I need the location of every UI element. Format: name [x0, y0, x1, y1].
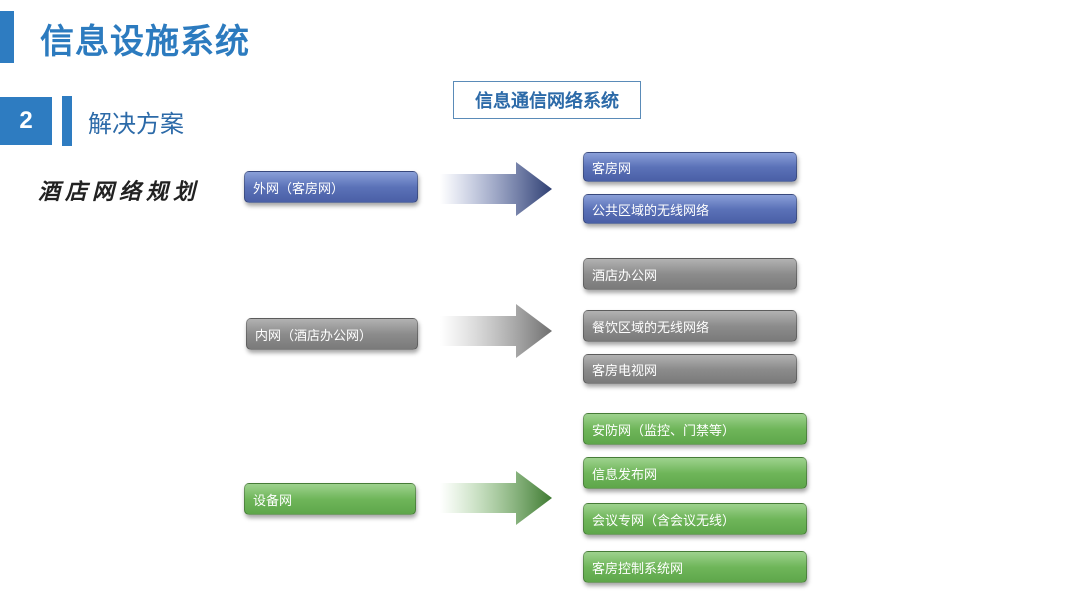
arrow-group-3 — [440, 471, 552, 525]
section-label: 解决方案 — [88, 110, 184, 138]
section-accent-bar — [62, 96, 72, 146]
target-node-guest-room-network: 客房网 — [583, 152, 797, 182]
section-number-badge: 2 — [0, 97, 52, 145]
target-node-room-tv-network: 客房电视网 — [583, 354, 797, 384]
target-node-room-control-network: 客房控制系统网 — [583, 551, 807, 583]
source-node-internal-network: 内网（酒店办公网） — [246, 318, 418, 350]
handwritten-subtitle: 酒店网络规划 — [38, 179, 201, 205]
diagram-title: 信息通信网络系统 — [453, 81, 641, 119]
target-node-conference-network: 会议专网（含会议无线） — [583, 503, 807, 535]
target-node-security-network: 安防网（监控、门禁等） — [583, 413, 807, 445]
source-node-device-network: 设备网 — [244, 483, 416, 515]
target-node-hotel-office-network: 酒店办公网 — [583, 258, 797, 290]
arrow-group-2 — [440, 304, 552, 358]
target-node-public-wireless: 公共区域的无线网络 — [583, 194, 797, 224]
arrow-group-1 — [440, 162, 552, 216]
target-node-info-publishing-network: 信息发布网 — [583, 457, 807, 489]
slide-title: 信息设施系统 — [40, 22, 250, 62]
title-accent-bar — [0, 11, 14, 63]
target-node-dining-wireless: 餐饮区域的无线网络 — [583, 310, 797, 342]
source-node-external-network: 外网（客房网） — [244, 171, 418, 203]
